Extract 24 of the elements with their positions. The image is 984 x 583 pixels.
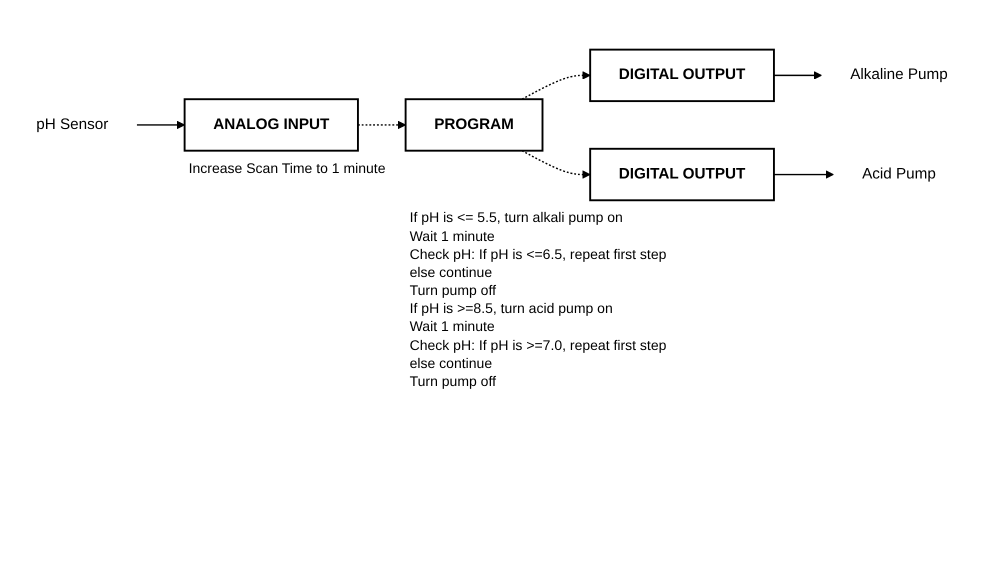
arrow xyxy=(136,120,185,130)
node-box: DIGITAL OUTPUT xyxy=(589,48,775,102)
note-text: Turn pump off xyxy=(410,372,497,390)
node-box: PROGRAM xyxy=(404,98,544,152)
note-text: Wait 1 minute xyxy=(410,317,496,336)
arrow xyxy=(522,71,591,100)
note-text: Turn pump off xyxy=(410,281,497,300)
node-box: DIGITAL OUTPUT xyxy=(589,148,775,202)
note-text: If pH is >=8.5, turn acid pump on xyxy=(410,299,614,318)
note-text: Increase Scan Time to 1 minute xyxy=(188,158,386,177)
note-text: Wait 1 minute xyxy=(410,226,496,245)
arrow xyxy=(522,150,591,179)
arrow xyxy=(774,71,822,80)
node-text: Acid Pump xyxy=(862,166,936,182)
node-box: ANALOG INPUT xyxy=(184,98,359,152)
note-text: Check pH: If pH is <=6.5, repeat first step xyxy=(410,244,666,263)
node-text: Alkaline Pump xyxy=(850,66,948,84)
note-text: If pH is <= 5.5, turn alkali pump on xyxy=(410,208,624,226)
node-text: pH Sensor xyxy=(36,116,108,133)
arrow xyxy=(358,120,406,130)
arrow xyxy=(774,170,834,179)
note-text: else continue xyxy=(410,354,494,372)
note-text: Check pH: If pH is >=7.0, repeat first step xyxy=(410,336,666,354)
note-text: else continue xyxy=(410,262,494,282)
